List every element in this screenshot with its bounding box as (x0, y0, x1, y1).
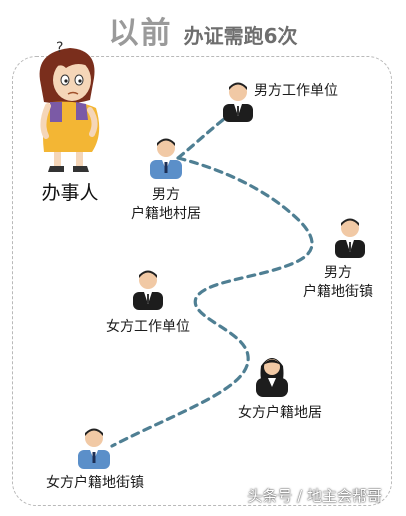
node-label-male-workplace: 男方工作单位 (254, 82, 374, 101)
male-town-person-icon (335, 218, 365, 258)
node-label-line: 户籍地村居 (131, 206, 201, 222)
node-label-line: 男方 (152, 187, 180, 203)
svg-text:?: ? (56, 40, 63, 56)
female-residence-person-icon (256, 358, 288, 397)
node-label-line: 户籍地街镇 (303, 284, 373, 300)
node-label-female-residence: 女方户籍地居 (220, 404, 340, 423)
male-village-person-icon (150, 138, 182, 179)
node-label-male-town: 男方 户籍地街镇 (278, 264, 398, 302)
node-label-line: 男方工作单位 (254, 83, 338, 99)
title-main: 以前 (108, 16, 173, 51)
male-workplace-person-icon (223, 82, 253, 122)
dashed-frame (12, 56, 392, 506)
node-label-female-town: 女方户籍地街镇 (30, 474, 160, 493)
actor-label: 办事人 (41, 182, 99, 204)
title-sub: 办证需跑6次 (183, 24, 298, 48)
pregnant-woman-icon: ? (39, 40, 100, 172)
node-label-female-workplace: 女方工作单位 (88, 318, 208, 337)
node-label-line: 女方工作单位 (106, 319, 190, 335)
node-label-line: 女方户籍地街镇 (46, 475, 144, 491)
female-workplace-person-icon (133, 270, 163, 310)
title: 以前 办证需跑6次 (0, 8, 406, 52)
node-label-line: 女方户籍地居 (238, 405, 322, 421)
node-label-male-village: 男方 户籍地村居 (106, 186, 226, 224)
node-label-line: 男方 (324, 265, 352, 281)
female-town-person-icon (78, 428, 110, 469)
watermark: 头条号 / 地主会帮哥 (247, 487, 382, 505)
